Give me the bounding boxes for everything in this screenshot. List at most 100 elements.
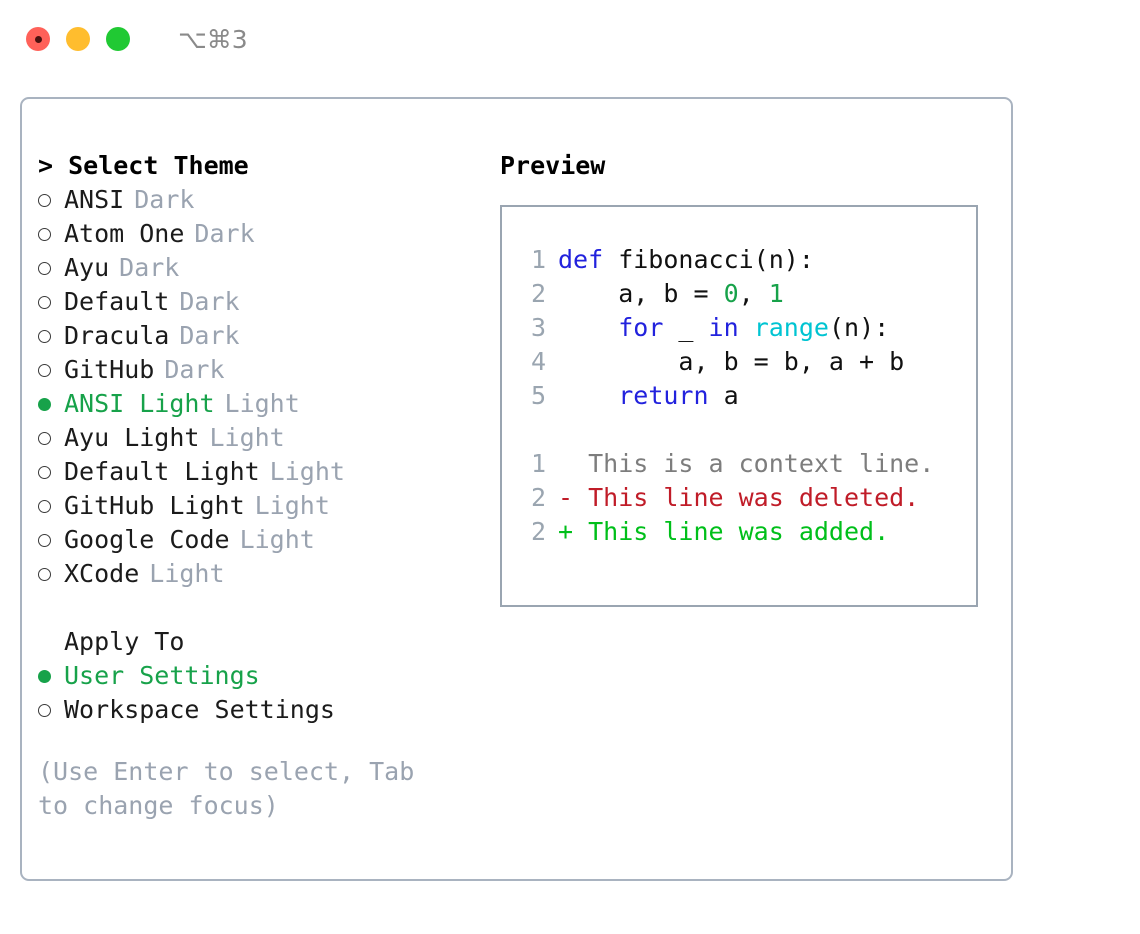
code-token-fn: range <box>753 313 829 342</box>
code-token-plain: a <box>708 381 739 410</box>
code-token-plain: fibonacci(n): <box>603 245 814 274</box>
page-title: > Select Theme <box>38 151 249 180</box>
theme-option-ayu-light[interactable]: Ayu Light Light <box>38 421 498 455</box>
theme-variant-badge: Light <box>224 389 300 418</box>
code-text: a, b = b, a + b <box>558 345 904 379</box>
radio-unselected-icon[interactable] <box>38 703 64 717</box>
zoom-button[interactable] <box>106 27 130 51</box>
radio-selected-icon[interactable] <box>38 669 64 683</box>
code-line: 5 return a <box>502 379 976 413</box>
code-line: 1 def fibonacci(n): <box>502 243 976 277</box>
diff-text-context: This is a context line. <box>558 449 935 478</box>
radio-unselected-icon[interactable] <box>38 363 64 377</box>
theme-option-label: GitHub Light <box>64 491 245 520</box>
code-token-plain <box>558 313 618 342</box>
code-token-plain: _ <box>663 313 709 342</box>
theme-variant-badge: Dark <box>134 185 195 214</box>
code-text: return a <box>558 379 739 413</box>
keyboard-shortcut-label: ⌥⌘3 <box>178 24 248 54</box>
apply-to-option-label: Workspace Settings <box>64 695 335 724</box>
code-token-plain <box>739 313 754 342</box>
theme-option-label: Atom One <box>64 219 185 248</box>
code-token-kw: for <box>618 313 664 342</box>
code-token-plain: a, b = <box>558 279 724 308</box>
diff-line: 2 - This line was deleted. <box>502 481 976 515</box>
list-gap <box>38 591 498 625</box>
theme-option-label: Google Code <box>64 525 230 554</box>
code-text: a, b = 0, 1 <box>558 277 784 311</box>
radio-unselected-icon[interactable] <box>38 465 64 479</box>
radio-unselected-icon[interactable] <box>38 567 64 581</box>
line-number: 2 <box>530 517 546 546</box>
theme-variant-badge: Dark <box>194 219 255 248</box>
radio-unselected-icon[interactable] <box>38 431 64 445</box>
line-number: 1 <box>530 245 546 274</box>
theme-option-label: Ayu Light <box>64 423 200 452</box>
radio-selected-icon[interactable] <box>38 397 64 411</box>
code-token-kw: def <box>558 245 604 274</box>
code-token-plain <box>558 381 618 410</box>
theme-option-github-light[interactable]: GitHub Light Light <box>38 489 498 523</box>
theme-option-ansi-light[interactable]: ANSI Light Light <box>38 387 498 421</box>
theme-option-label: Ayu <box>64 253 110 282</box>
theme-option-label: Default Light <box>64 457 260 486</box>
theme-option-label: XCode <box>64 559 140 588</box>
minimize-button[interactable] <box>66 27 90 51</box>
theme-option-label: ANSI Light <box>64 389 215 418</box>
theme-variant-badge: Dark <box>164 355 225 384</box>
apply-to-option-user-settings[interactable]: User Settings <box>38 659 498 693</box>
line-number: 5 <box>530 381 546 410</box>
diff-line: 1 This is a context line. <box>502 447 976 481</box>
radio-unselected-icon[interactable] <box>38 499 64 513</box>
theme-variant-badge: Light <box>149 559 225 588</box>
apply-to-title: Apply To <box>64 627 185 656</box>
radio-unselected-icon[interactable] <box>38 295 64 309</box>
radio-unselected-icon[interactable] <box>38 329 64 343</box>
code-line: 2 a, b = 0, 1 <box>502 277 976 311</box>
theme-option-default-light[interactable]: Default Light Light <box>38 455 498 489</box>
diff-sample: 1 This is a context line.2- This line wa… <box>502 447 976 549</box>
line-number: 2 <box>530 279 546 308</box>
theme-variant-badge: Light <box>209 423 285 452</box>
theme-option-xcode[interactable]: XCode Light <box>38 557 498 591</box>
code-token-kw: in <box>708 313 739 342</box>
radio-unselected-icon[interactable] <box>38 533 64 547</box>
code-token-kw: return <box>618 381 709 410</box>
radio-unselected-icon[interactable] <box>38 193 64 207</box>
code-token-num: 1 <box>768 279 784 308</box>
title-bar: ⌥⌘3 <box>0 0 1140 78</box>
diff-text-del: - This line was deleted. <box>558 483 920 512</box>
code-line: 4 a, b = b, a + b <box>502 345 976 379</box>
line-number: 2 <box>530 483 546 512</box>
preview-gap <box>502 413 976 447</box>
apply-to-option-workspace-settings[interactable]: Workspace Settings <box>38 693 498 727</box>
radio-unselected-icon[interactable] <box>38 227 64 241</box>
code-token-plain: a, b = b, a + b <box>558 347 905 376</box>
close-button[interactable] <box>26 27 50 51</box>
keyboard-hint: (Use Enter to select, Tab to change focu… <box>38 757 430 820</box>
code-line: 3 for _ in range(n): <box>502 311 976 345</box>
theme-option-atom-one[interactable]: Atom One Dark <box>38 217 498 251</box>
theme-variant-badge: Light <box>254 491 330 520</box>
radio-unselected-icon[interactable] <box>38 261 64 275</box>
code-token-plain: , <box>738 279 769 308</box>
theme-variant-badge: Light <box>269 457 345 486</box>
line-number: 4 <box>530 347 546 376</box>
theme-option-default[interactable]: Default Dark <box>38 285 498 319</box>
code-token-num: 0 <box>723 279 739 308</box>
theme-option-label: Default <box>64 287 170 316</box>
theme-variant-badge: Dark <box>179 287 240 316</box>
